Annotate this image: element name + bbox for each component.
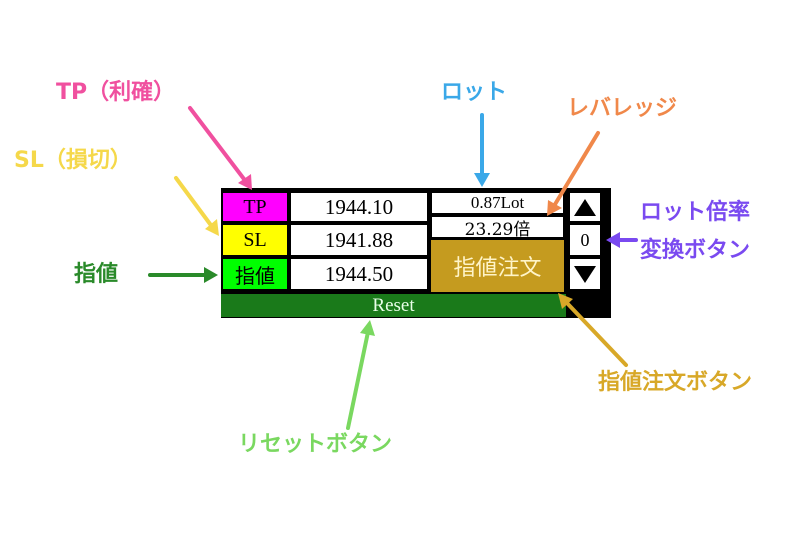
multiplier-up-button[interactable] xyxy=(569,192,601,222)
annotation-leverage: レバレッジ xyxy=(567,96,678,121)
reset-button[interactable]: Reset xyxy=(221,294,566,317)
annotation-tp: TP（利確） xyxy=(56,80,176,105)
limit-label: 指値 xyxy=(222,258,288,290)
limit-price-input[interactable]: 1944.50 xyxy=(290,258,428,290)
leverage-display: 23.29倍 xyxy=(431,216,564,238)
annotation-order-button: 指値注文ボタン xyxy=(598,370,753,395)
arrow-sl xyxy=(174,176,215,230)
triangle-up-icon xyxy=(574,198,596,216)
annotation-lot-multiplier-line2: 変換ボタン xyxy=(640,238,751,263)
annotation-lot: ロット xyxy=(441,80,508,105)
limit-order-button[interactable]: 指値注文 xyxy=(431,240,564,292)
annotation-lot-multiplier-line1: ロット倍率 xyxy=(640,200,751,225)
tp-input[interactable]: 1944.10 xyxy=(290,192,428,222)
arrow-reset xyxy=(346,330,370,430)
sl-label: SL xyxy=(222,224,288,256)
multiplier-down-button[interactable] xyxy=(569,258,601,290)
annotation-limit: 指値 xyxy=(74,262,119,287)
sl-input[interactable]: 1941.88 xyxy=(290,224,428,256)
triangle-down-icon xyxy=(574,265,596,283)
arrow-tp xyxy=(188,106,249,185)
annotation-sl: SL（損切） xyxy=(14,148,132,173)
lot-display[interactable]: 0.87Lot xyxy=(431,192,564,214)
annotation-reset-button: リセットボタン xyxy=(238,432,393,457)
tp-label: TP xyxy=(222,192,288,222)
multiplier-value: 0 xyxy=(569,224,601,256)
